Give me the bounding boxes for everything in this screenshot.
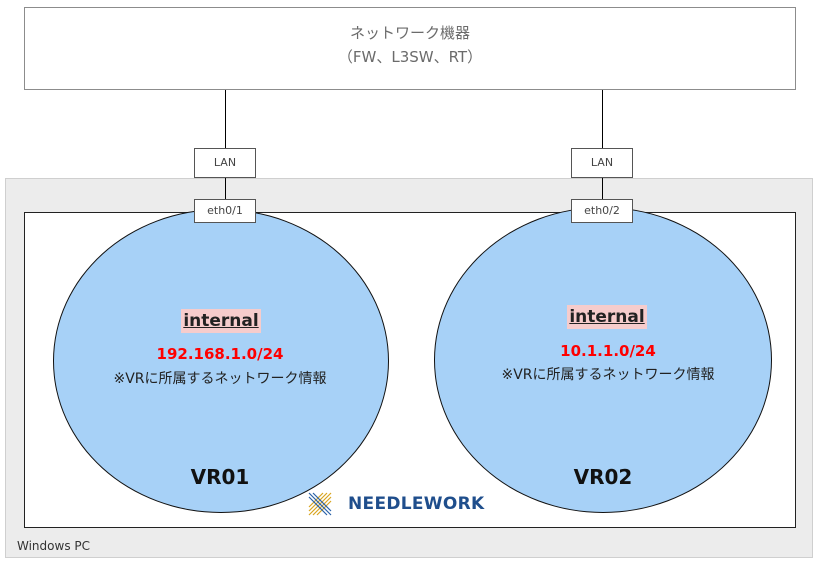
network-device-box bbox=[24, 7, 796, 90]
link-line-right-lower bbox=[602, 178, 603, 200]
vr02-note: ※VRに所属するネットワーク情報 bbox=[501, 367, 715, 383]
vr02-zone-label: internal bbox=[567, 305, 647, 329]
interface-box-eth0-2: eth0/2 bbox=[571, 199, 633, 223]
link-line-left-upper bbox=[225, 90, 226, 148]
vr01-zone-label: internal bbox=[181, 309, 261, 333]
link-line-right-upper bbox=[602, 90, 603, 148]
lan-box-left: LAN bbox=[194, 148, 256, 178]
interface-box-eth0-1: eth0/1 bbox=[194, 199, 256, 223]
vr01-subnet: 192.168.1.0/24 bbox=[156, 345, 284, 363]
vr02-name: VR02 bbox=[573, 465, 633, 489]
network-device-title: ネットワーク機器 bbox=[349, 24, 470, 42]
windows-pc-label: Windows PC bbox=[17, 539, 90, 553]
needlework-logo-icon bbox=[308, 492, 332, 516]
vr02-circle bbox=[434, 207, 772, 513]
vr01-circle bbox=[53, 209, 389, 513]
needlework-logo-text: NEEDLEWORK bbox=[348, 494, 485, 514]
network-device-subtitle: （FW、L3SW、RT） bbox=[337, 48, 483, 66]
vr01-name: VR01 bbox=[190, 465, 250, 489]
link-line-left-lower bbox=[225, 178, 226, 200]
lan-box-right: LAN bbox=[571, 148, 633, 178]
vr01-note: ※VRに所属するネットワーク情報 bbox=[113, 371, 327, 387]
vr02-subnet: 10.1.1.0/24 bbox=[560, 342, 656, 360]
